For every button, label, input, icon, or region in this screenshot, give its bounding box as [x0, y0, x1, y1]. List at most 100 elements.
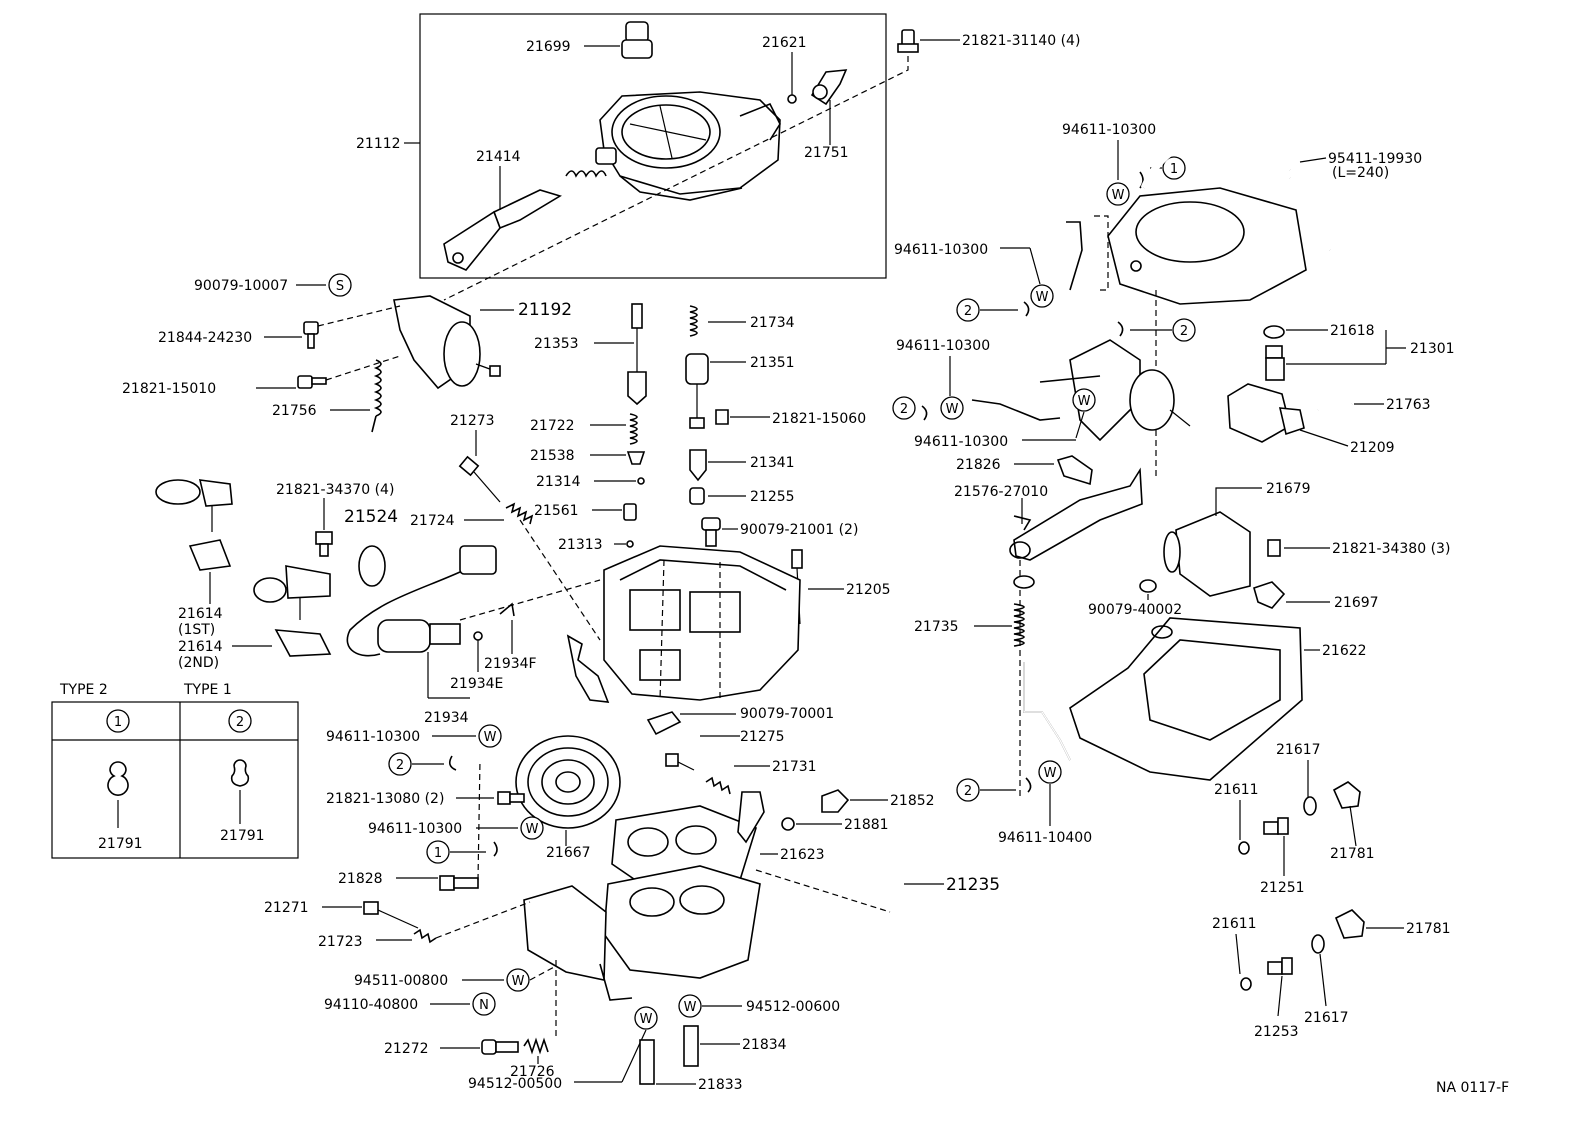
label-94611-a: 94611-10300 — [1062, 122, 1156, 138]
label-94611-10400: 94611-10400 — [998, 830, 1092, 846]
washer-letter: W — [1036, 290, 1049, 305]
label-21821-34380: 21821-34380 (3) — [1332, 541, 1450, 557]
clip-2-symbol — [956, 778, 980, 802]
washer-letter: W — [512, 974, 525, 989]
part-21734-spring — [689, 305, 698, 337]
part-choke-lever — [566, 634, 610, 703]
part-21253-screw — [1267, 957, 1293, 975]
label-21614-1st: 21614 — [178, 606, 223, 622]
label-21852: 21852 — [890, 793, 935, 809]
label-21351: 21351 — [750, 355, 795, 371]
clip2-letter: 2 — [964, 784, 972, 799]
label-21618: 21618 — [1330, 323, 1375, 339]
label-94110: 94110-40800 — [324, 997, 418, 1013]
label-21756: 21756 — [272, 403, 317, 419]
clip-1-symbol — [1162, 156, 1186, 180]
label-21251: 21251 — [1260, 880, 1305, 896]
clip2-letter: 2 — [396, 758, 404, 773]
label-21821-15060: 21821-15060 — [772, 411, 866, 427]
part-21821-13080-screw — [497, 791, 525, 805]
part-21271-screw — [363, 901, 419, 929]
label-21881: 21881 — [844, 817, 889, 833]
air-horn-group-box — [419, 13, 887, 279]
part-21821-31140-bolt — [897, 29, 919, 53]
label-21538: 21538 — [530, 448, 575, 464]
part-21351-pump-plunger — [685, 353, 709, 429]
label-21697: 21697 — [1334, 595, 1379, 611]
part-21622-flange — [1069, 617, 1303, 781]
part-21828-screw — [439, 875, 479, 891]
clip-1-symbol — [426, 840, 450, 864]
part-21235-pin — [892, 820, 924, 896]
part-21781-b-nut — [1334, 909, 1365, 939]
label-21934e: 21934E — [450, 676, 503, 692]
label-21781-a: 21781 — [1330, 846, 1375, 862]
washer-letter: W — [1112, 188, 1125, 203]
part-21273-screw — [458, 455, 501, 503]
carburetor-main-body — [603, 545, 801, 701]
label-21699: 21699 — [526, 39, 571, 55]
label-21934f: 21934F — [484, 656, 537, 672]
clip-2-symbol — [956, 298, 980, 322]
label-21723: 21723 — [318, 934, 363, 950]
part-21756-spring — [371, 359, 382, 433]
label-21209: 21209 — [1350, 440, 1395, 456]
part-21272-screw — [481, 1039, 519, 1055]
part-21826-valve — [1056, 455, 1093, 486]
label-21614-2nd: 21614 — [178, 639, 223, 655]
label-21617-a: 21617 — [1276, 742, 1321, 758]
label-21235: 21235 — [946, 875, 1000, 895]
washer-symbol — [506, 968, 530, 992]
label-94611-f: 94611-10300 — [914, 434, 1008, 450]
washer-symbol — [1072, 388, 1096, 412]
part-choke-breaker-assembly — [1039, 339, 1191, 442]
part-21209-solenoid — [1227, 383, 1305, 443]
part-21781-a-nut — [1332, 781, 1361, 809]
label-21667: 21667 — [546, 845, 591, 861]
label-21112: 21112 — [356, 136, 401, 152]
air-horn-body — [595, 91, 781, 201]
washer-letter: W — [1078, 394, 1091, 409]
washer-letter: W — [640, 1012, 653, 1027]
type1-part: 21791 — [220, 828, 265, 844]
part-21751-fitting — [810, 69, 848, 106]
label-21844-24230: 21844-24230 — [158, 330, 252, 346]
label-21621: 21621 — [762, 35, 807, 51]
washer-symbol — [678, 994, 702, 1018]
part-21414-plate — [443, 189, 562, 271]
label-21821-34370: 21821-34370 (4) — [276, 482, 394, 498]
clip-2-symbol — [388, 752, 412, 776]
clip-type-table: TYPE 2 TYPE 1 1 2 21791 21791 — [51, 682, 299, 859]
part-21726-spring — [523, 1037, 549, 1055]
label-90079-10007: 90079-10007 — [194, 278, 288, 294]
label-94611-c: 94611-10300 — [326, 729, 420, 745]
label-21255: 21255 — [750, 489, 795, 505]
part-21735-spring — [1013, 603, 1025, 647]
label-21192: 21192 — [518, 300, 572, 320]
label-21611-b: 21611 — [1212, 916, 1257, 932]
type2-label: TYPE 2 — [59, 682, 108, 698]
part-21844-screw — [303, 321, 319, 349]
clip-type1-icon — [230, 759, 250, 787]
label-21205: 21205 — [846, 582, 891, 598]
label-90079-21001: 90079-21001 (2) — [740, 522, 858, 538]
spring-icon — [565, 170, 607, 178]
part-21834-stud — [683, 1025, 699, 1067]
washer-letter: W — [526, 822, 539, 837]
label-94512-00600: 94512-00600 — [746, 999, 840, 1015]
label-21781-b: 21781 — [1406, 921, 1451, 937]
label-21253: 21253 — [1254, 1024, 1299, 1040]
type-col1-symbol: 1 — [114, 715, 122, 730]
label-21576: 21576-27010 — [954, 484, 1048, 500]
part-21275-screw — [665, 753, 695, 771]
label-21828: 21828 — [338, 871, 383, 887]
nut-symbol — [472, 992, 496, 1016]
part-21667-pump-diaphragm — [515, 735, 621, 829]
part-21723-spring — [413, 928, 437, 944]
part-21699-cap-shape — [621, 21, 653, 59]
part-21821-34380-bolt — [1267, 539, 1281, 557]
part-21301-valve — [1265, 345, 1285, 381]
label-21731: 21731 — [772, 759, 817, 775]
label-21353: 21353 — [534, 336, 579, 352]
